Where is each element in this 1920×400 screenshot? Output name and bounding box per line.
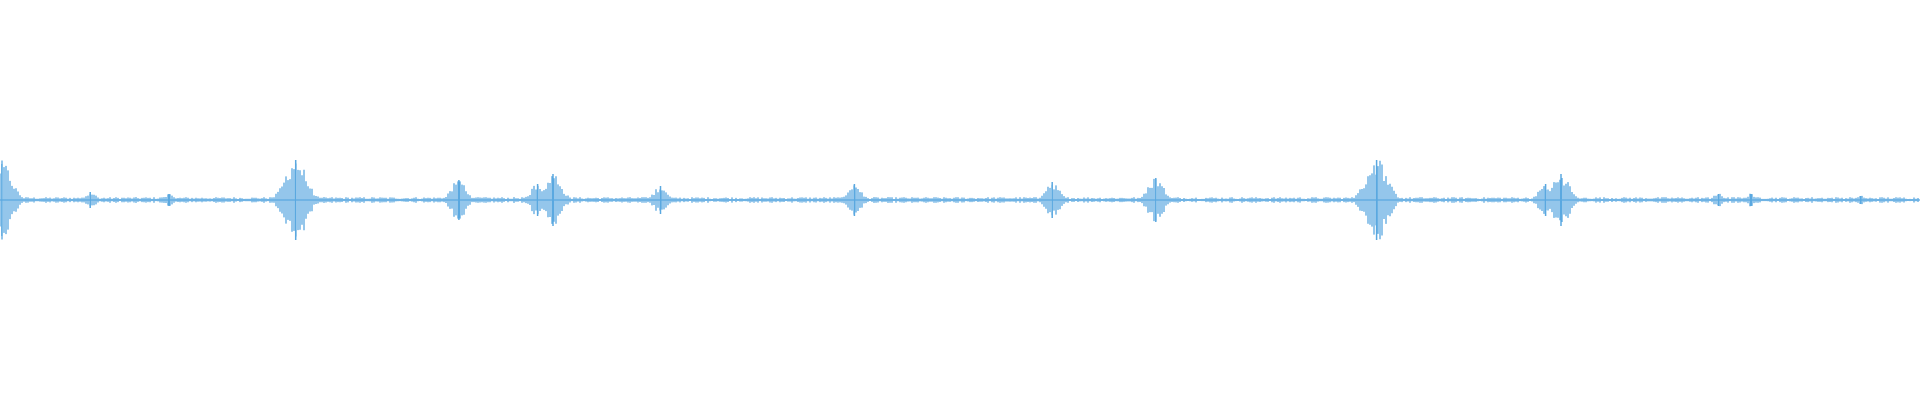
waveform-path bbox=[0, 160, 1919, 240]
waveform-samples bbox=[0, 160, 1919, 240]
